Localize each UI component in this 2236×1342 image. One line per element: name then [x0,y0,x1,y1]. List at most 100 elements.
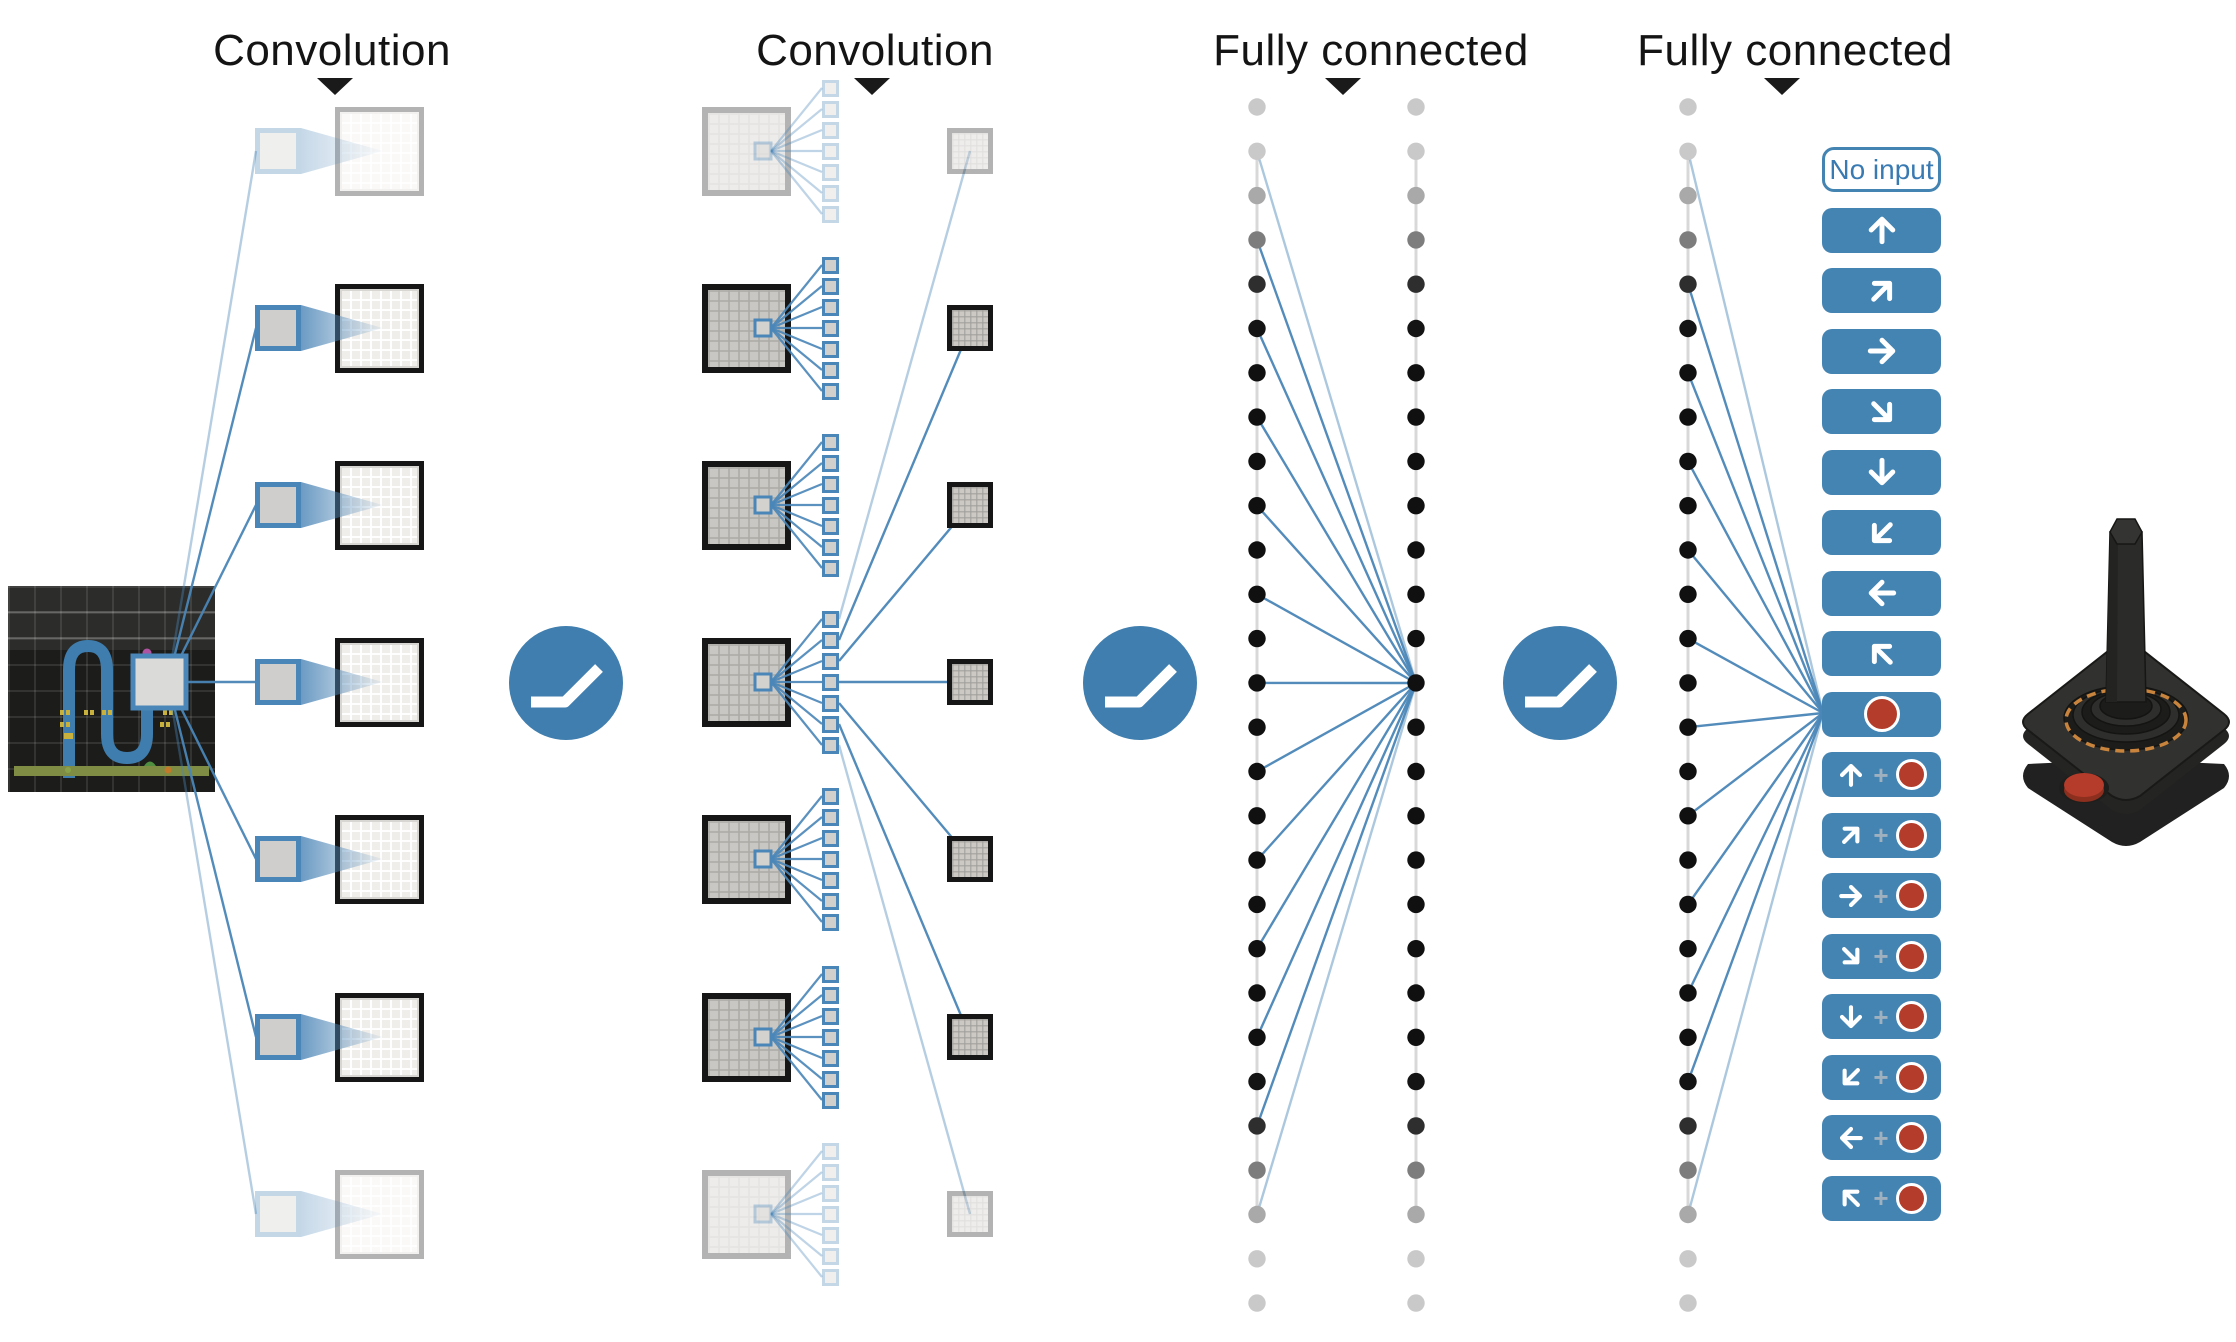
conv2-filter-square [822,1091,839,1109]
layer-label-fully-connected-2: Fully connected [1637,26,1953,75]
connection-line [1687,712,1824,906]
conv2-filter-square [822,652,839,670]
action-button-left-fire: + [1822,1115,1941,1160]
fc-neuron-dot [1679,1250,1697,1268]
connection-line [1686,460,1825,714]
fc-neuron-dot [1248,1250,1266,1268]
fc-neuron-dot [1407,452,1425,471]
connection-line [1255,416,1418,684]
conv2-output-map [947,128,993,174]
action-button-up-fire: + [1822,752,1941,797]
layer-label-fully-connected-1: Fully connected [1213,26,1529,75]
joystick-orange-ring [2064,687,2188,753]
fc-neuron-dot [1407,629,1425,648]
conv2-filter-square [822,850,839,868]
connection-line [1255,682,1418,1038]
conv2-filter-square [822,1049,839,1067]
fc-neuron-dot [1407,807,1425,825]
game-sprites [60,710,173,739]
conv2-filter-square [822,1205,839,1223]
fc-neuron-dot [1407,186,1425,205]
conv2-feature-map [702,637,791,727]
action-button-right-fire: + [1822,873,1941,918]
down-arrow-icon [1868,457,1895,486]
fc-neuron-dot [1679,629,1697,648]
relu-activation-icon [1503,626,1617,740]
relu-curve [1525,664,1597,708]
fc-neuron-dot [1679,895,1697,914]
action-button-up-right-fire: + [1822,812,1941,858]
conv2-filter-square [822,163,839,181]
conv2-filter-square [822,892,839,910]
conv2-output-map [947,1014,993,1060]
connection-line [1255,682,1418,1215]
fc-neuron-dot [1679,807,1697,825]
fc-neuron-dot [1248,629,1266,648]
action-button-right [1822,328,1941,374]
connection-line [1686,151,1825,714]
conv1-feature-map [335,814,424,904]
connection-line [166,150,258,683]
conv2-filter-square [822,787,839,805]
fc-neuron-dot [1679,98,1697,116]
down-left-arrow-icon [1871,521,1893,543]
connection-line [1256,682,1417,861]
conv1-feature-map [335,283,424,373]
fc-neuron-dot [1407,1294,1425,1312]
relu-activation-icon [1083,626,1197,740]
fc-neuron-dot [1248,541,1266,559]
fc-neuron-dot [1248,984,1266,1002]
fire-button-icon [1895,1061,1927,1093]
relu-curve [1105,664,1177,708]
conv2-feature-map [702,283,791,373]
fc-neuron-dot [1407,895,1425,914]
plus-separator: + [1873,1062,1889,1092]
connection-line [838,702,971,860]
fire-button-icon [1895,1122,1927,1153]
right-arrow-icon [1839,884,1863,907]
fc-neuron-dot [1248,231,1266,249]
conv1-input-patch [255,482,301,528]
layer-label-convolution-2: Convolution [756,26,994,75]
conv2-filter-square [822,1028,839,1046]
fc-neuron-dot [1407,364,1425,382]
conv2-filter-square [822,673,839,691]
fc-neuron-dot [1248,585,1266,603]
fc-neuron-dot [1679,585,1697,603]
action-button-up-right [1822,268,1941,313]
fc-neuron-dot [1407,1250,1425,1268]
fc-neuron-dot [1407,275,1425,293]
up-arrow-icon [1840,763,1863,787]
fc-neuron-dot [1679,762,1697,781]
conv1-input-patch [255,1014,301,1060]
conv2-filter-square [822,361,839,379]
fc-neuron-dot [1248,851,1266,869]
fc-neuron-dot [1248,1117,1266,1135]
conv2-filter-square [822,475,839,493]
conv2-filter-square [822,121,839,139]
fc-neuron-dot [1248,452,1266,471]
fc-neuron-dot [1248,762,1266,781]
fc-neuron-dot [1679,497,1697,515]
arrow-down-icon [854,78,890,95]
conv2-output-map [947,836,993,882]
input-patch [130,653,189,711]
action-button-down-left-fire: + [1822,1054,1941,1100]
fc-neuron-dot [1679,1294,1697,1312]
plus-separator: + [1873,1183,1889,1213]
fc-neuron-dot [1407,1205,1425,1224]
connection-line [1255,682,1418,1127]
conv2-filter-square [822,736,839,754]
conv2-filter-square [822,610,839,628]
connection-line [837,744,972,1215]
conv2-filter-square [822,1247,839,1265]
conv2-filter-square [822,1070,839,1088]
fc-neuron-dot [1679,851,1697,869]
conv2-filter-square [822,631,839,649]
connection-line [1687,549,1824,714]
arrow-down-icon [1764,78,1800,95]
relu-curve [531,664,603,708]
conv2-filter-square [822,965,839,983]
fc-neuron-dot [1679,940,1697,958]
conv2-output-map [947,1191,993,1237]
